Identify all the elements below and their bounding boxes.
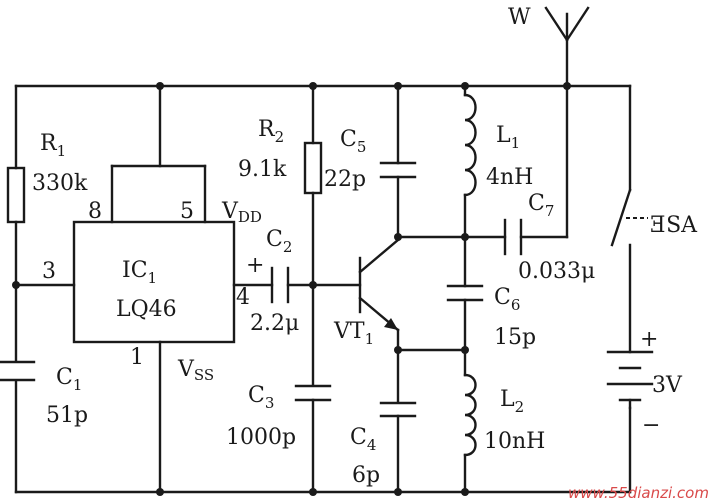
- c2-value: 2.2μ: [250, 311, 299, 336]
- c2-name: C2: [266, 227, 292, 256]
- c5-symbol: [379, 161, 417, 179]
- r1-symbol: [6, 166, 26, 224]
- c7-value: 0.033μ: [518, 259, 595, 284]
- switch-label: ƎSA: [650, 213, 698, 238]
- c4-value: 6p: [352, 463, 380, 488]
- r2-value: 9.1k: [238, 157, 287, 182]
- battery-plus: +: [640, 327, 658, 352]
- vt1-symbol: [358, 238, 400, 332]
- r2-symbol: [303, 141, 323, 195]
- junction-dots: [12, 82, 571, 496]
- wires: [14, 84, 632, 494]
- c6-value: 15p: [494, 325, 536, 350]
- c1-name: C1: [56, 365, 82, 394]
- c2-symbol: [270, 266, 290, 304]
- antenna-symbol: [544, 6, 590, 88]
- c1-value: 51p: [46, 403, 88, 428]
- l2-name: L2: [500, 387, 524, 416]
- ic-pin8: 8: [88, 199, 102, 224]
- ic-name: IC1: [122, 258, 157, 287]
- ic-vdd: VDD: [221, 199, 262, 226]
- c3-value: 1000p: [226, 425, 296, 450]
- switch-symbol: [610, 188, 648, 247]
- ic-pin1: 1: [130, 345, 144, 370]
- ic-pin4: 4: [236, 285, 250, 310]
- battery-symbol: [606, 350, 654, 410]
- antenna-label: W: [508, 5, 531, 30]
- r1-value: 330k: [32, 171, 88, 196]
- c3-symbol: [294, 384, 332, 402]
- c1-symbol: [0, 360, 36, 382]
- c5-value: 22p: [324, 167, 366, 192]
- c2-plus: +: [246, 253, 264, 278]
- l2-symbol: [463, 373, 477, 457]
- ic-body: [72, 220, 236, 344]
- l2-value: 10nH: [484, 429, 545, 454]
- c7-symbol: [503, 218, 523, 256]
- c4-symbol: [379, 401, 417, 418]
- c4-name: C4: [350, 425, 376, 454]
- vt1-name: VT1: [333, 319, 374, 348]
- battery-value: 3V: [652, 373, 683, 398]
- c7-name: C7: [528, 191, 554, 220]
- l1-name: L1: [496, 123, 520, 152]
- c6-name: C6: [494, 285, 520, 314]
- r2-name: R2: [258, 117, 284, 146]
- r1-name: R1: [40, 131, 66, 160]
- c3-name: C3: [248, 383, 274, 412]
- ic-part: LQ46: [116, 297, 177, 322]
- c5-name: C5: [340, 127, 366, 156]
- l1-value: 4nH: [486, 165, 533, 190]
- ic-pin3: 3: [42, 259, 56, 284]
- l1-symbol: [463, 93, 477, 197]
- battery-minus: −: [642, 413, 660, 438]
- c6-symbol: [446, 284, 484, 302]
- ic-vss: VSS: [177, 357, 214, 384]
- ic-pin5: 5: [180, 199, 194, 224]
- watermark: www.55dianzi.com: [568, 484, 709, 502]
